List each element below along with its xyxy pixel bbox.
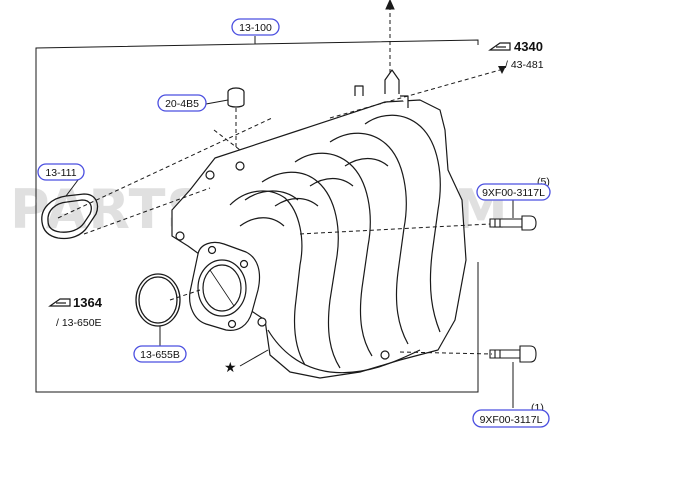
upper-gasket-drawing <box>41 193 99 240</box>
label-13-100[interactable]: 13-100 <box>231 18 280 36</box>
label-9xf00-3117l-lower[interactable]: 9XF00-3117L <box>472 409 550 428</box>
label-13-655b[interactable]: 13-655B <box>133 345 187 363</box>
arrow-reference-icon <box>48 298 71 307</box>
ref-13-650e-sub: / 13-650E <box>56 317 102 329</box>
label-13-111[interactable]: 13-111 <box>37 163 85 181</box>
lower-bolt-drawing <box>489 345 537 363</box>
label-9xf00-3117l-upper-text: 9XF00-3117L <box>482 187 545 199</box>
ref-1364-number: 1364 <box>73 295 103 310</box>
assembly-frame <box>35 36 479 393</box>
label-13-100-text: 13-100 <box>239 22 272 34</box>
star-marker-icon: ★ <box>224 359 237 375</box>
label-20-4b5[interactable]: 20-4B5 <box>157 94 207 112</box>
ref-4340-number: 4340 <box>514 39 543 54</box>
ref-43-481-sub: / 43-481 <box>505 59 544 71</box>
ref-4340-link[interactable]: 4340 <box>488 39 543 54</box>
right-ref-arrowhead <box>498 66 506 74</box>
label-20-4b5-text: 20-4B5 <box>165 98 199 110</box>
arrow-reference-icon <box>488 42 511 51</box>
label-13-655b-text: 13-655B <box>140 349 180 361</box>
intake-manifold-drawing <box>171 69 467 379</box>
ref-1364-link[interactable]: 1364 <box>48 295 103 310</box>
throttle-gasket-drawing <box>135 273 181 327</box>
label-9xf00-3117l-upper[interactable]: 9XF00-3117L <box>476 183 551 201</box>
top-arrow <box>385 0 395 80</box>
dashed-leaders <box>57 69 501 355</box>
label-13-111-text: 13-111 <box>45 167 76 179</box>
plug-part-drawing <box>227 87 245 108</box>
label-9xf00-3117l-lower-text: 9XF00-3117L <box>480 414 543 426</box>
